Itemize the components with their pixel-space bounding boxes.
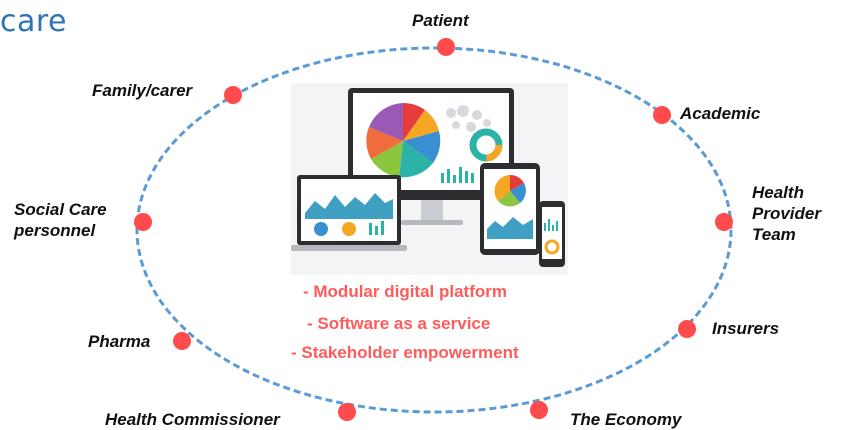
node-academic xyxy=(653,106,671,124)
label-health-provider-team: Health Provider Team xyxy=(752,183,821,244)
label-insurers: Insurers xyxy=(712,319,780,338)
point-software-as-a-service: - Software as a service xyxy=(307,314,491,333)
point-stakeholder-empowerment: - Stakeholder empowerment xyxy=(291,343,519,362)
label-pharma: Pharma xyxy=(88,332,151,351)
node-patient xyxy=(437,38,455,56)
monitor-base xyxy=(401,220,463,225)
dashed-ellipse xyxy=(135,46,733,414)
node-insurers xyxy=(678,320,696,338)
label-social-care-personnel: Social Care personnel xyxy=(14,200,107,240)
point-modular-platform: - Modular digital platform xyxy=(303,282,507,301)
label-academic: Academic xyxy=(680,104,761,123)
monitor-neck xyxy=(421,200,443,222)
node-health-provider-team xyxy=(715,213,733,231)
label-health-commissioner: Health Commissioner xyxy=(105,410,280,429)
node-the-economy xyxy=(530,401,548,419)
node-health-commissioner xyxy=(338,403,356,421)
node-pharma xyxy=(173,332,191,350)
phone-screen xyxy=(542,207,562,259)
sunburst-chart xyxy=(366,102,441,178)
device-illustration xyxy=(291,83,568,275)
node-family-carer xyxy=(224,86,242,104)
title-fragment: care xyxy=(0,4,68,39)
label-the-economy: The Economy xyxy=(570,410,682,429)
label-family-carer: Family/carer xyxy=(92,81,193,100)
node-social-care-personnel xyxy=(134,213,152,231)
label-patient: Patient xyxy=(412,11,469,30)
laptop-base xyxy=(291,245,407,251)
